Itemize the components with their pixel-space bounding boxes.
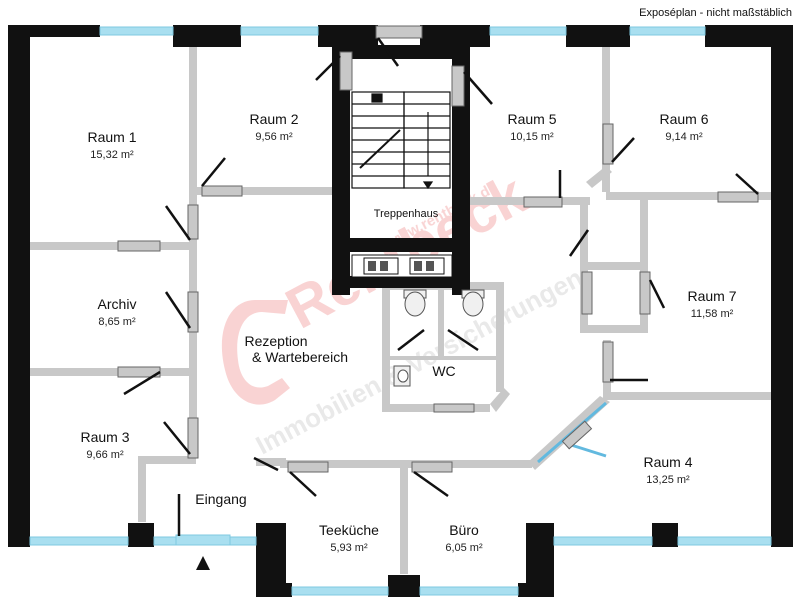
- room-name-raum4: Raum 4: [643, 454, 692, 470]
- room-name-raum2: Raum 2: [249, 111, 298, 127]
- exterior-walls: [8, 25, 793, 597]
- room-name-raum3: Raum 3: [80, 429, 129, 445]
- room-area-raum6: 9,14 m²: [665, 131, 703, 143]
- room-area-raum7: 11,58 m²: [691, 308, 734, 320]
- room-name-raum1: Raum 1: [87, 129, 136, 145]
- label-rezeption-line1: Rezeption: [244, 333, 307, 349]
- room-area-raum4: 13,25 m²: [646, 474, 690, 486]
- label-eingang: Eingang: [195, 491, 246, 507]
- room-name-raum5: Raum 5: [507, 111, 556, 127]
- watermark-logo: [221, 300, 290, 405]
- room-name-archiv: Archiv: [98, 296, 137, 312]
- room-name-raum7: Raum 7: [687, 288, 736, 304]
- elevator-shafts: [351, 254, 453, 278]
- room-area-raum1: 15,32 m²: [90, 149, 134, 161]
- staircase: [351, 91, 451, 190]
- room-area-buero: 6,05 m²: [445, 542, 483, 554]
- label-rezeption-line2: & Wartebereich: [252, 349, 348, 365]
- door-frames: [117, 25, 759, 473]
- room-area-raum2: 9,56 m²: [255, 131, 293, 143]
- plan-caption: Exposéplan - nicht maßstäblich: [639, 7, 792, 19]
- label-treppenhaus: Treppenhaus: [374, 208, 439, 220]
- room-name-teekueche: Teeküche: [319, 522, 379, 538]
- room-area-raum3: 9,66 m²: [86, 449, 124, 461]
- wc-fixtures: [393, 289, 485, 387]
- room-area-raum5: 10,15 m²: [510, 131, 554, 143]
- label-wc: WC: [432, 363, 455, 379]
- entrance-arrow-icon: [196, 556, 210, 570]
- room-name-raum6: Raum 6: [659, 111, 708, 127]
- door-leaves: [123, 37, 759, 536]
- room-area-archiv: 8,65 m²: [98, 316, 136, 328]
- windows: [29, 26, 772, 596]
- room-area-teekueche: 5,93 m²: [330, 542, 368, 554]
- room-name-buero: Büro: [449, 522, 479, 538]
